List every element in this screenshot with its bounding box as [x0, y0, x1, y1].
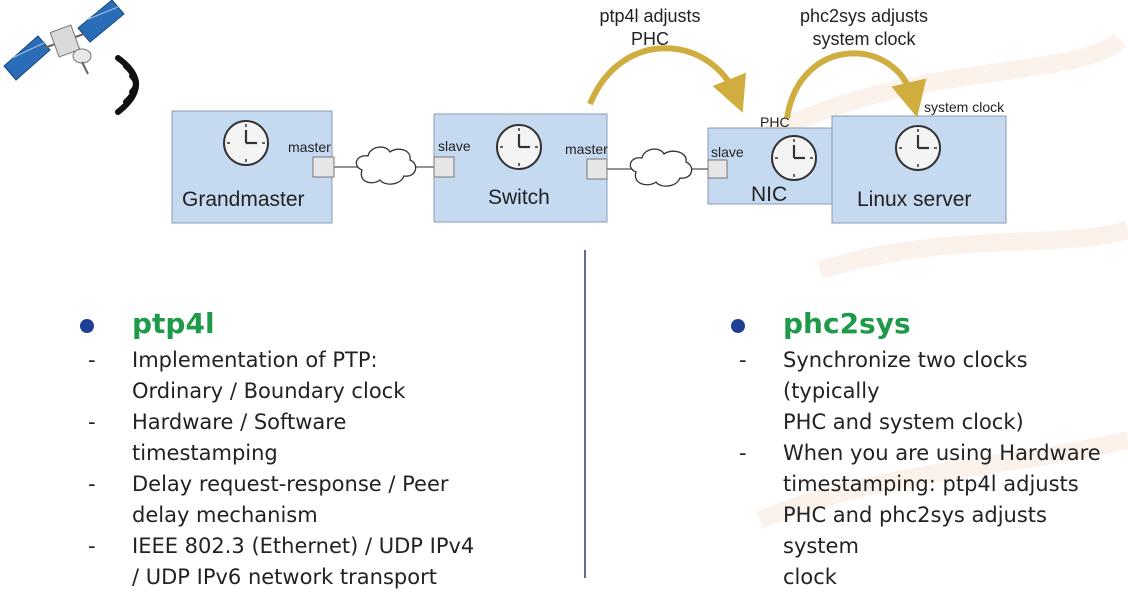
- linux-server-node: Linux server system clock: [831, 99, 1007, 224]
- port-square: [433, 156, 455, 178]
- port-label-slave: slave: [711, 144, 744, 160]
- port-label-slave: slave: [438, 138, 471, 154]
- phc-label: PHC: [760, 114, 790, 130]
- phc2sys-heading: phc2sys: [783, 307, 911, 340]
- signal-icon: [115, 55, 139, 115]
- phc2sys-annotation-line-2: system clock: [812, 29, 916, 49]
- ptp4l-arrow: [587, 45, 746, 113]
- satellite-icon: [3, 0, 125, 81]
- port-square: [312, 156, 335, 178]
- switch-label: Switch: [488, 186, 550, 209]
- ptp4l-annotation-line-1: ptp4l adjusts: [599, 6, 700, 26]
- linux-server-label: Linux server: [857, 188, 971, 211]
- grandmaster-label: Grandmaster: [182, 188, 305, 211]
- ptp4l-heading: ptp4l: [132, 307, 215, 340]
- clock-icon: [496, 124, 542, 170]
- phc2sys-section: phc2sys -Synchronize two clocks (typical…: [731, 307, 1128, 593]
- bullet-dot: [80, 319, 94, 333]
- port-square: [586, 158, 608, 180]
- port-label-master: master: [288, 139, 331, 155]
- phc2sys-annotation-line-1: phc2sys adjusts: [800, 6, 928, 26]
- background-swirl: [755, 33, 1128, 529]
- switch-node: slave master Switch: [433, 113, 608, 223]
- system-clock-label: system clock: [924, 99, 1005, 115]
- bullet-dot: [731, 319, 745, 333]
- network-cloud: [629, 148, 693, 187]
- port-label-master: master: [565, 141, 608, 157]
- network-cloud: [355, 146, 417, 185]
- ptp4l-section: ptp4l -Implementation of PTP:Ordinary / …: [80, 307, 520, 593]
- nic-label: NIC: [751, 183, 787, 206]
- clock-icon: [771, 135, 817, 181]
- list-item: -IEEE 802.3 (Ethernet) / UDP IPv4/ UDP I…: [88, 534, 475, 589]
- phc2sys-arrow: [784, 50, 927, 119]
- grandmaster-node: Grandmaster master: [171, 110, 335, 224]
- list-item: -Implementation of PTP:Ordinary / Bounda…: [88, 348, 406, 403]
- clock-icon: [895, 125, 941, 171]
- nic-node: slave NIC PHC: [707, 114, 833, 206]
- ptp4l-list: -Implementation of PTP:Ordinary / Bounda…: [80, 345, 520, 593]
- ptp4l-annotation-line-2: PHC: [631, 29, 669, 49]
- port-square: [707, 159, 728, 179]
- clock-icon: [223, 120, 269, 166]
